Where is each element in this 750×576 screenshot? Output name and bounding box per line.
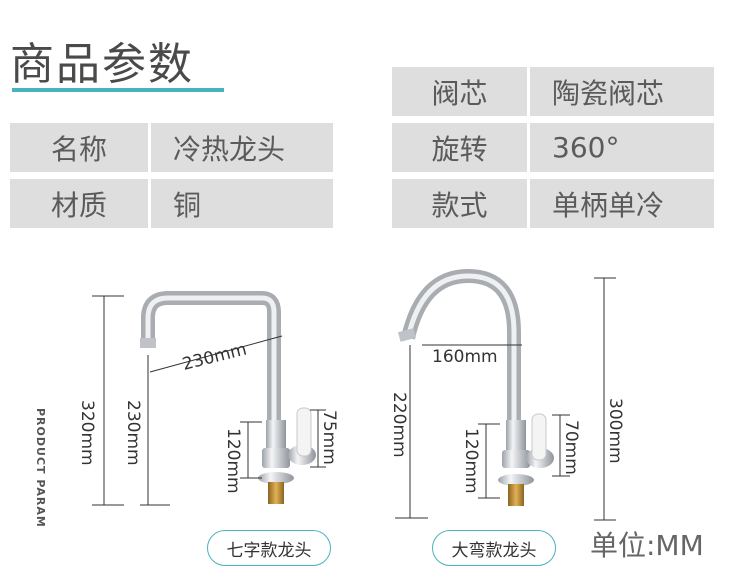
right-row1-label: 阀芯 <box>392 67 527 116</box>
right-row2-label: 旋转 <box>392 123 527 172</box>
right-row2-value: 360° <box>530 123 714 172</box>
faucet1-reach-label: 230mm <box>180 340 248 375</box>
faucet2-dimensions <box>395 277 616 521</box>
faucet1-height-label: 320mm <box>77 400 97 466</box>
unit-label: 单位:MM <box>590 529 704 562</box>
faucet1-handle-label: 75mm <box>319 410 339 465</box>
faucet1-dimensions <box>92 295 326 506</box>
side-label: PRODUCT PARAM <box>34 408 47 528</box>
faucet2-handle-label: 70mm <box>561 420 581 475</box>
faucet2-drawing <box>397 268 554 506</box>
faucet1-spout-height-label: 230mm <box>123 400 143 466</box>
page-title: 商品参数 <box>10 39 194 90</box>
faucet2-reach-label: 160mm <box>432 347 498 367</box>
faucet1-drawing <box>140 291 316 504</box>
left-row1-label: 名称 <box>10 123 148 172</box>
left-row2-value: 铜 <box>151 179 333 228</box>
faucet1-body-label: 120mm <box>223 428 243 494</box>
faucet2-height-label: 300mm <box>605 398 625 464</box>
title-underline <box>12 88 224 92</box>
right-row3-label: 款式 <box>392 179 527 228</box>
faucet1-caption: 七字款龙头 <box>207 530 331 566</box>
faucet2-body-label: 120mm <box>461 428 481 494</box>
right-row3-value: 单柄单冷 <box>530 179 714 228</box>
left-row1-value: 冷热龙头 <box>151 123 333 172</box>
faucet2-caption: 大弯款龙头 <box>432 530 556 566</box>
left-row2-label: 材质 <box>10 179 148 228</box>
faucet2-spout-height-label: 220mm <box>389 392 409 458</box>
right-row1-value: 陶瓷阀芯 <box>530 67 714 116</box>
